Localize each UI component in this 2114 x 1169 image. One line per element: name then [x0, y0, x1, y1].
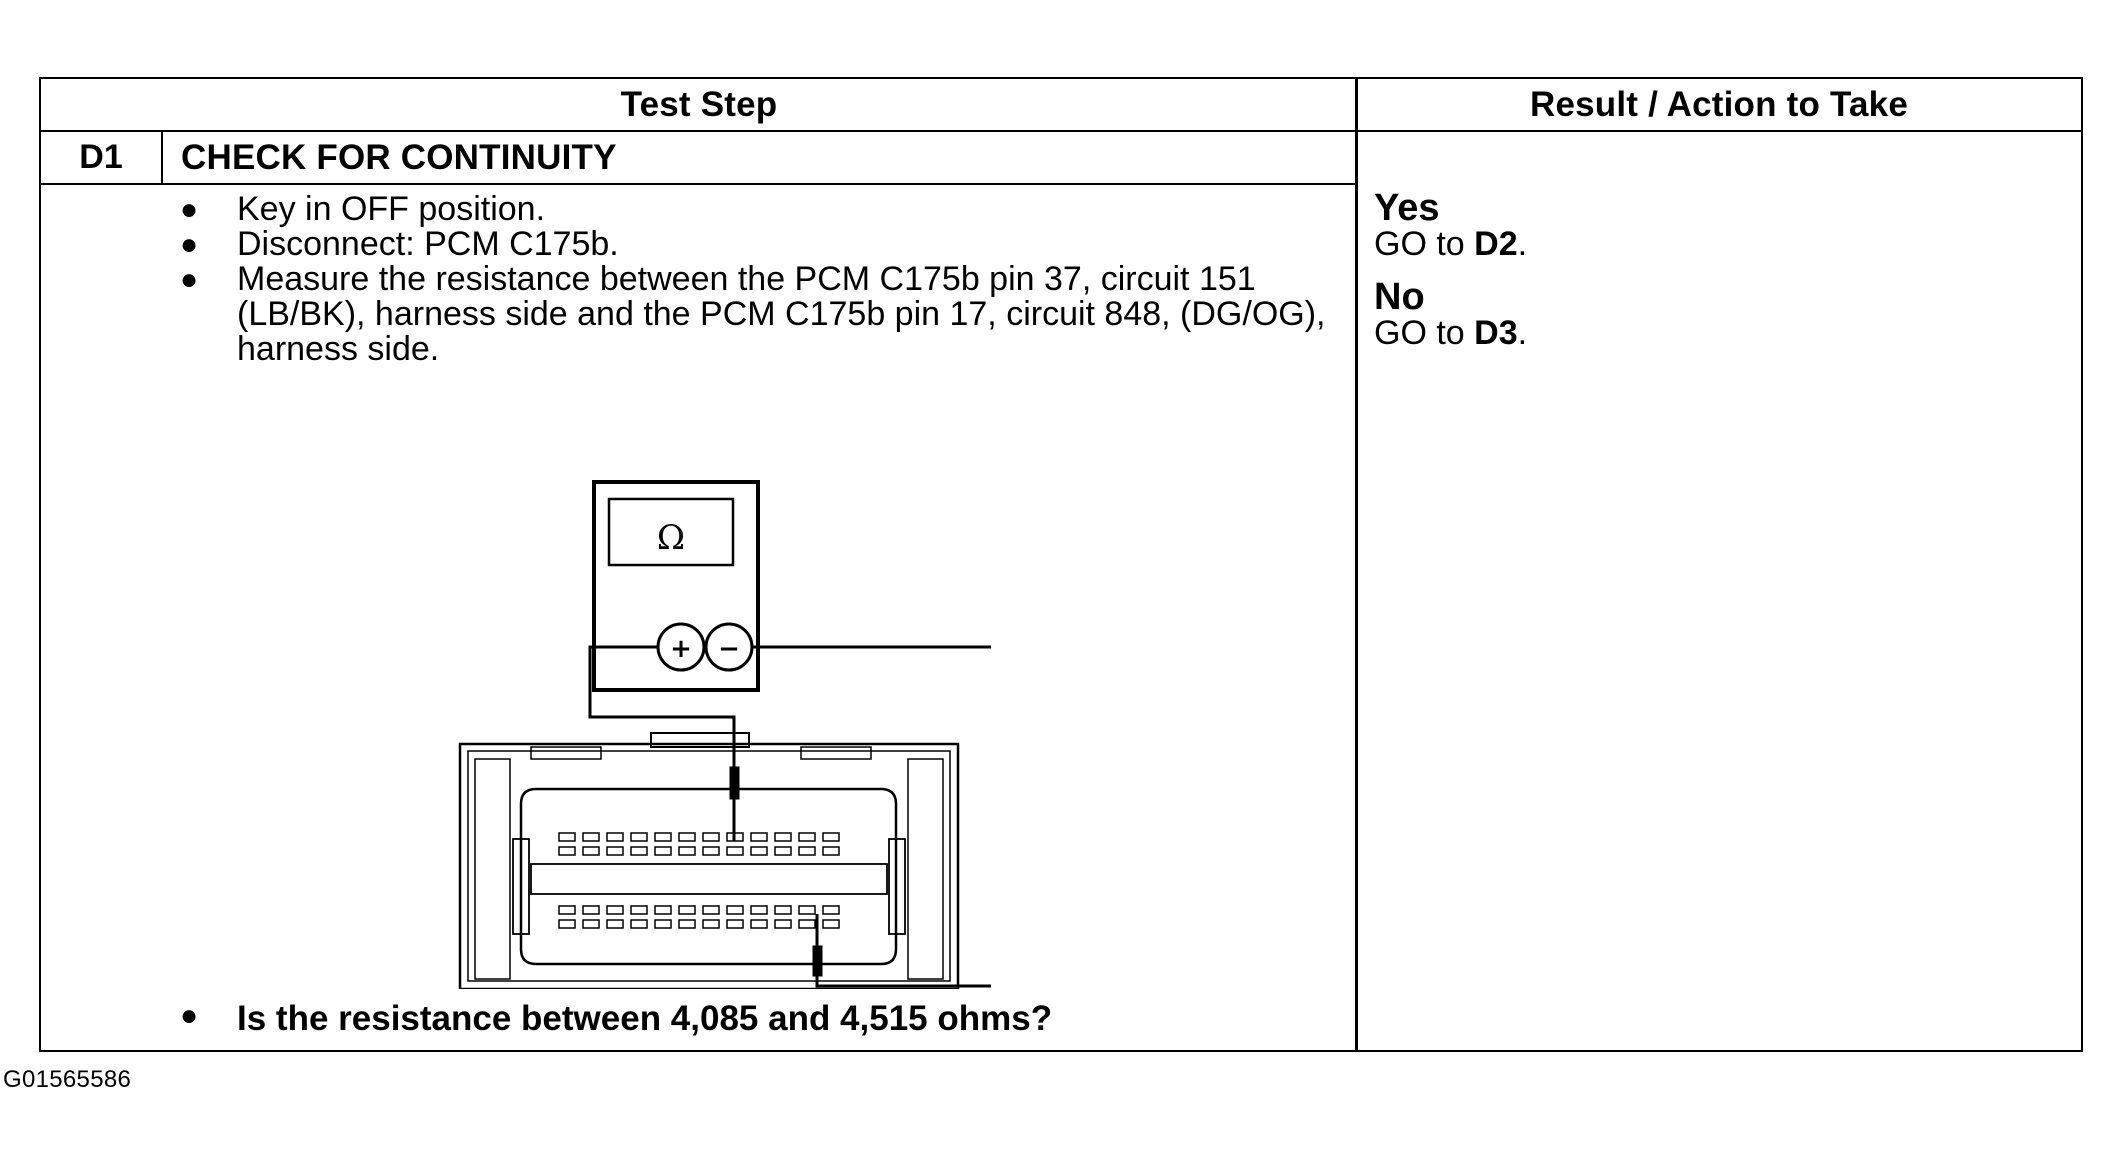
step-title-row: D1 CHECK FOR CONTINUITY [41, 132, 1357, 185]
result-yes-action: GO to D2. [1374, 227, 2054, 262]
ohmmeter-connector-diagram: Ω + − [458, 480, 991, 989]
plus-terminal-symbol: + [670, 634, 692, 664]
ohm-symbol: Ω [657, 518, 685, 558]
result-column: Yes GO to D2. No GO to D3. [1374, 189, 2054, 367]
header-test-step: Test Step [620, 84, 778, 124]
bullet-icon: ● [180, 263, 199, 296]
result-no-label: No [1374, 276, 1425, 318]
instruction-text: Measure the resistance between the PCM C… [237, 260, 1326, 368]
action-target-link[interactable]: D2 [1474, 225, 1518, 263]
result-yes: Yes GO to D2. [1374, 189, 2054, 262]
instruction-list: ● Key in OFF position. ● Disconnect: PCM… [176, 192, 1326, 367]
instruction-item: ● Measure the resistance between the PCM… [176, 262, 1326, 367]
step-id: D1 [41, 132, 163, 183]
result-yes-label: Yes [1374, 187, 1440, 229]
question-item: ● Is the resistance between 4,085 and 4,… [176, 999, 1052, 1039]
test-leads [588, 645, 991, 767]
result-no-action: GO to D3. [1374, 316, 2054, 351]
bullet-icon: ● [180, 193, 199, 226]
instruction-item: ● Disconnect: PCM C175b. [176, 227, 1326, 262]
question-text: Is the resistance between 4,085 and 4,51… [237, 999, 1053, 1038]
instruction-text: Key in OFF position. [237, 190, 546, 228]
action-prefix: GO to [1374, 314, 1475, 352]
test-step-table: Test Step Result / Action to Take D1 CHE… [39, 77, 2083, 1052]
instruction-item: ● Key in OFF position. [176, 192, 1326, 227]
step-title: CHECK FOR CONTINUITY [181, 137, 617, 177]
bullet-icon: ● [180, 999, 199, 1032]
result-no: No GO to D3. [1374, 278, 2054, 351]
action-suffix: . [1517, 225, 1528, 263]
header-result-action: Result / Action to Take [1530, 84, 1908, 124]
table-header-row: Test Step Result / Action to Take [41, 79, 2081, 132]
minus-terminal-symbol: − [718, 634, 740, 664]
column-divider [1355, 79, 1358, 1050]
probe-pin-17 [812, 914, 991, 988]
connector-icon [458, 732, 960, 989]
action-target-link[interactable]: D3 [1474, 314, 1518, 352]
action-suffix: . [1517, 314, 1528, 352]
figure-code: G01565586 [3, 1066, 132, 1093]
instruction-text: Disconnect: PCM C175b. [237, 225, 619, 263]
bullet-icon: ● [180, 228, 199, 261]
action-prefix: GO to [1374, 225, 1475, 263]
probe-pin-37 [729, 766, 740, 841]
